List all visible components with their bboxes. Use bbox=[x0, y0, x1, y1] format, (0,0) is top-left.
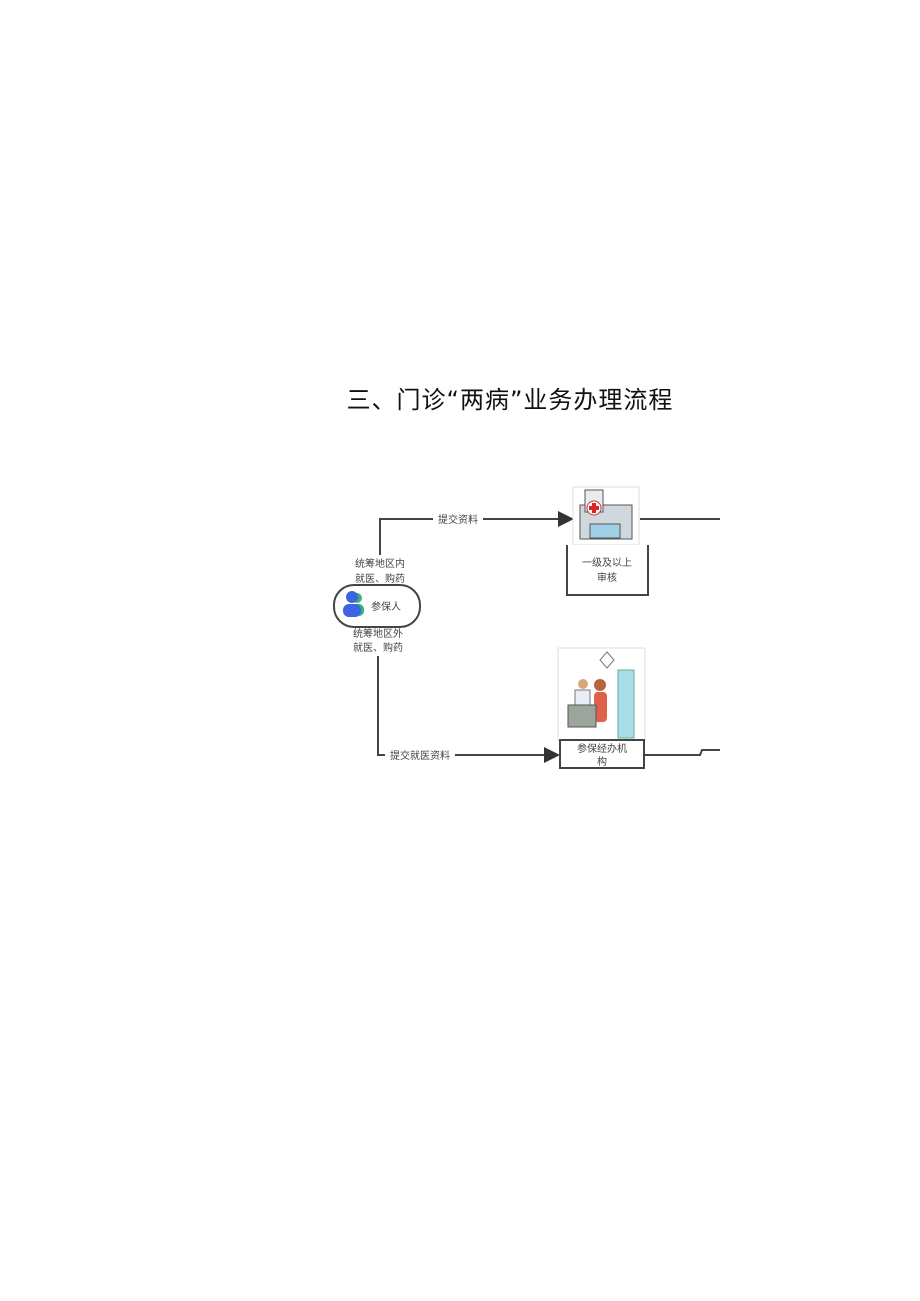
people-icon bbox=[343, 591, 364, 617]
edge-agency-out bbox=[644, 749, 720, 756]
hospital-label-2: 审核 bbox=[597, 571, 617, 584]
agency-label-1: 参保经办机 bbox=[577, 742, 627, 755]
agency-node: 参保经办机 构 bbox=[557, 647, 646, 769]
agency-label-2: 构 bbox=[597, 755, 607, 768]
hospital-node: 一级及以上 审核 bbox=[566, 486, 649, 596]
inside-label-2: 就医、购药 bbox=[355, 572, 405, 585]
hospital-icon bbox=[579, 489, 633, 540]
actor-node: 参保人 bbox=[333, 584, 421, 628]
edge-bottom-label: 提交就医资料 bbox=[390, 749, 450, 762]
hospital-label-1: 一级及以上 bbox=[582, 557, 632, 569]
inside-label-1: 统筹地区内 bbox=[355, 557, 405, 570]
edge-top-label: 提交资料 bbox=[438, 513, 478, 526]
clinic-icon bbox=[567, 651, 635, 739]
outside-label-2: 就医、购药 bbox=[353, 641, 403, 654]
edge-top bbox=[379, 511, 574, 555]
outside-label-1: 统筹地区外 bbox=[353, 627, 403, 640]
actor-label: 参保人 bbox=[371, 600, 401, 613]
edge-bottom bbox=[377, 656, 560, 763]
page-title: 三、门诊“两病”业务办理流程 bbox=[346, 386, 674, 414]
